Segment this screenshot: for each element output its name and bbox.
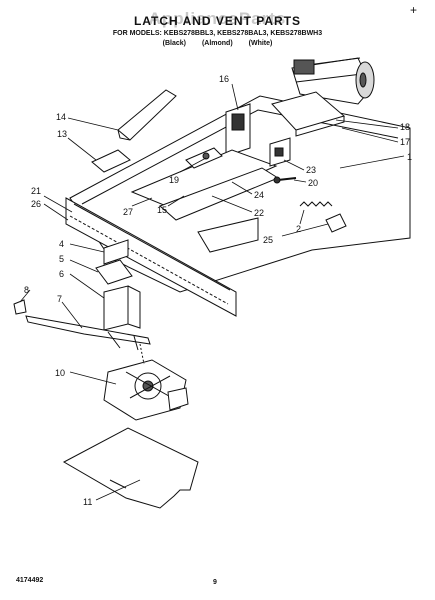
- callout-labels: 16 14 13 18 17 1 23 19 20 21 26 24 27 15…: [24, 74, 412, 507]
- callout-11: 11: [83, 497, 92, 507]
- pivot-rivet: [202, 152, 210, 160]
- callout-27: 27: [123, 207, 133, 217]
- callout-20: 20: [308, 178, 318, 188]
- motor-bracket: [167, 387, 189, 411]
- corner-mark: +: [410, 3, 418, 17]
- front-rail: [65, 197, 237, 317]
- link-rod: [25, 315, 151, 345]
- callout-21: 21: [31, 186, 41, 196]
- vent-bracket-flange: [295, 116, 345, 137]
- diagram-title: LATCH AND VENT PARTS: [133, 14, 302, 28]
- motor-arm: [125, 371, 177, 401]
- vent-tube: [291, 57, 375, 105]
- watermark: ApplianceParts: [148, 9, 287, 28]
- callout-1: 1: [407, 152, 412, 162]
- latch-cover: [103, 285, 129, 331]
- variant-black: (Black): [162, 40, 186, 47]
- callout-24: 24: [254, 190, 264, 200]
- callout-19: 19: [169, 175, 179, 185]
- callout-25: 25: [263, 235, 273, 245]
- spring: [299, 201, 333, 207]
- latch-bracket: [117, 89, 177, 141]
- callout-17: 17: [400, 137, 410, 147]
- variant-white: (White): [248, 40, 273, 47]
- latch-cover-side: [127, 285, 141, 329]
- panel-cutout: [197, 217, 259, 253]
- callout-2: 2: [296, 224, 301, 234]
- callout-26: 26: [31, 199, 41, 209]
- callout-18: 18: [400, 122, 410, 132]
- callout-14: 14: [56, 112, 66, 122]
- callout-22: 22: [254, 208, 264, 218]
- motor-shaft: [139, 343, 145, 365]
- document-number: 4174492: [16, 577, 44, 584]
- callout-16: 16: [219, 74, 229, 84]
- callout-13: 13: [57, 129, 67, 139]
- cover-plate-slot: [109, 479, 127, 489]
- callout-15: 15: [157, 205, 167, 215]
- callout-23: 23: [306, 165, 316, 175]
- color-variants: (Black) (Almond) (White): [0, 40, 435, 47]
- page-number: 9: [213, 579, 217, 586]
- front-rail-slot: [69, 215, 229, 305]
- screw: [277, 177, 297, 181]
- panel-inner-edge: [81, 109, 399, 205]
- switch-button: [274, 147, 284, 157]
- link-rod-line: [107, 331, 139, 351]
- vent-duct-opening: [231, 113, 245, 131]
- screw-head: [273, 176, 281, 184]
- callout-4: 4: [59, 239, 64, 249]
- callout-7: 7: [57, 294, 62, 304]
- insulation-pad: [91, 149, 131, 173]
- model-list: FOR MODELS: KEBS278BBL3, KEBS278BAL3, KE…: [112, 30, 323, 37]
- latch-plate-lower: [95, 259, 133, 285]
- callout-10: 10: [55, 368, 65, 378]
- retainer-clip: [325, 213, 347, 233]
- leader-lines: [19, 83, 405, 501]
- variant-almond: (Almond): [201, 40, 233, 47]
- front-rail-lip: [73, 203, 231, 291]
- link-clip: [13, 299, 27, 315]
- latch-plate: [103, 239, 129, 265]
- callout-8: 8: [24, 285, 29, 295]
- callout-6: 6: [59, 269, 64, 279]
- latch-bracket-fold: [117, 129, 131, 141]
- cover-plate: [62, 427, 199, 509]
- callout-5: 5: [59, 254, 64, 264]
